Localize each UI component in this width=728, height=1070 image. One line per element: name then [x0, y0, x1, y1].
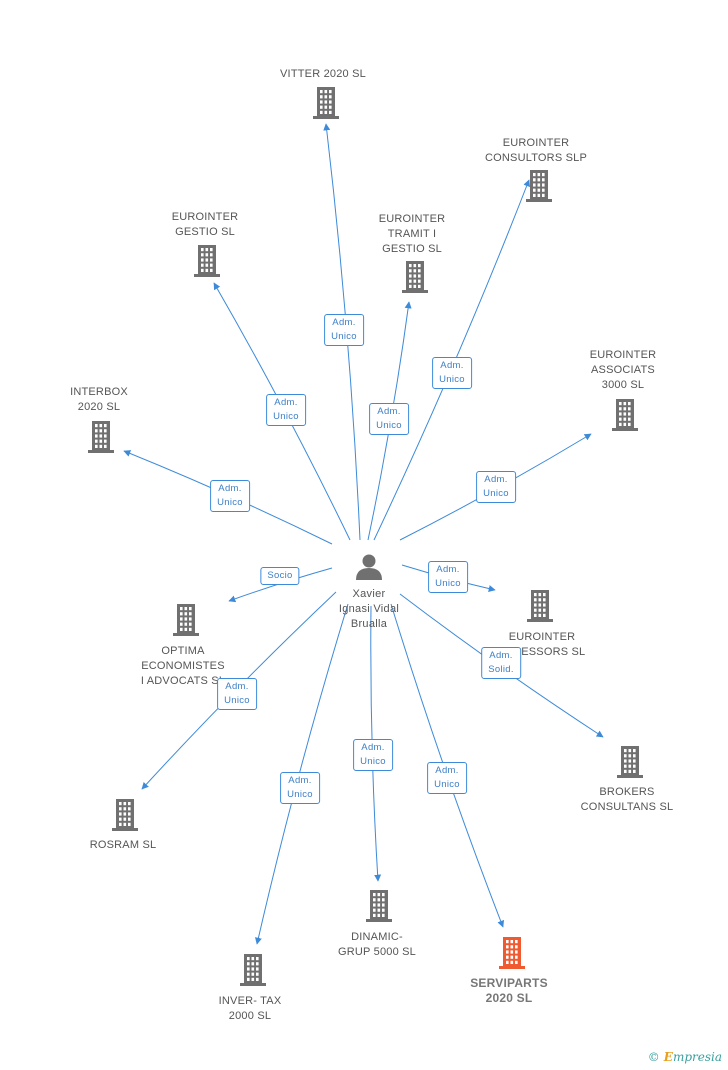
building-icon — [173, 604, 199, 636]
company-label-consultors[interactable]: EUROINTER CONSULTORS SLP — [484, 137, 588, 164]
company-label-invertax[interactable]: INVER- TAX 2000 SL — [218, 995, 282, 1022]
role-badge-tramit: Adm. Unico — [369, 403, 409, 435]
building-icon — [617, 746, 643, 778]
building-icon — [112, 799, 138, 831]
person-icon — [356, 554, 382, 580]
role-badge-vitter: Adm. Unico — [324, 314, 364, 346]
company-label-brokers[interactable]: BROKERS CONSULTANS SL — [580, 786, 674, 813]
building-icon — [313, 87, 339, 119]
company-label-optima[interactable]: OPTIMA ECONOMISTES I ADVOCATS SL — [140, 645, 225, 687]
building-icon — [194, 245, 220, 277]
company-label-vitter[interactable]: VITTER 2020 SL — [280, 68, 366, 80]
building-icon — [499, 937, 525, 969]
copyright-symbol: © — [647, 1050, 660, 1064]
role-badge-serviparts: Adm. Unico — [427, 762, 467, 794]
role-badge-gestio: Adm. Unico — [266, 394, 306, 426]
company-label-serviparts[interactable]: SERVIPARTS 2020 SL — [470, 976, 548, 1005]
brand-name: mpresia — [672, 1050, 722, 1064]
company-label-dinamic[interactable]: DINAMIC- GRUP 5000 SL — [337, 931, 417, 958]
role-badge-consultors: Adm. Unico — [432, 357, 472, 389]
company-label-tramit[interactable]: EUROINTER TRAMIT I GESTIO SL — [378, 213, 446, 255]
company-label-gestio[interactable]: EUROINTER GESTIO SL — [171, 211, 239, 238]
role-badge-interbox: Adm. Unico — [210, 480, 250, 512]
role-badge-associats: Adm. Unico — [476, 471, 516, 503]
company-label-associats[interactable]: EUROINTER ASSOCIATS 3000 SL — [589, 349, 657, 391]
role-badge-dinamic: Adm. Unico — [353, 739, 393, 771]
footer-brand: ©Empresia — [648, 1050, 722, 1064]
role-badge-brokers: Adm. Solid. — [481, 647, 521, 679]
role-badge-assessors: Adm. Unico — [428, 561, 468, 593]
building-icon — [88, 421, 114, 453]
company-label-interbox[interactable]: INTERBOX 2020 SL — [70, 386, 128, 413]
building-icon — [366, 890, 392, 922]
company-label-rosram[interactable]: ROSRAM SL — [89, 839, 157, 851]
person-name[interactable]: Xavier Ignasi Vidal Brualla — [338, 588, 400, 630]
role-badge-invertax: Adm. Unico — [280, 772, 320, 804]
building-icon — [612, 399, 638, 431]
building-icon — [240, 954, 266, 986]
building-icon — [527, 590, 553, 622]
building-icon — [526, 170, 552, 202]
building-icon — [402, 261, 428, 293]
brand-initial: E — [663, 1050, 673, 1064]
role-badge-optima: Socio — [260, 567, 300, 585]
role-badge-rosram: Adm. Unico — [217, 678, 257, 710]
